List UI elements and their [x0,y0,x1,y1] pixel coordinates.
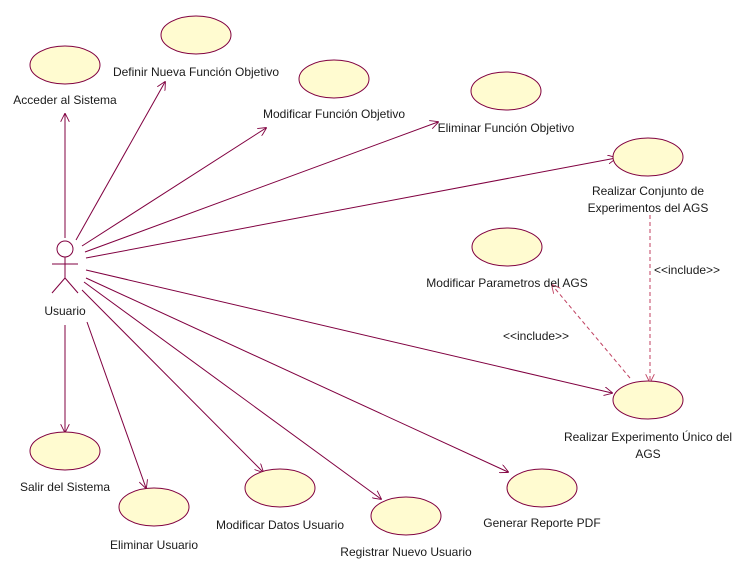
use-case-label-realizar-conjunto-2: Experimentos del AGS [588,201,709,215]
use-case-label-generar-reporte: Generar Reporte PDF [483,516,600,530]
associations [65,82,616,499]
assoc-modificar-datos [81,289,263,472]
use-case-salir[interactable]: Salir del Sistema [20,431,110,494]
use-case-label-realizar-unico-2: AGS [635,447,660,461]
use-case-generar-reporte[interactable]: Generar Reporte PDF [483,468,601,530]
assoc-definir [75,82,165,241]
assoc-realizar-unico [85,269,612,393]
assoc-eliminar-usuario [86,321,146,488]
include-label-2: <<include>> [503,329,569,343]
assoc-eliminar-funcion [84,122,438,253]
include-dependencies: <<include>> <<include>> [503,215,720,382]
use-case-registrar-usuario[interactable]: Registrar Nuevo Usuario [340,496,472,559]
actor-usuario: Usuario [44,240,86,318]
assoc-realizar-conjunto [85,158,616,259]
use-case-label-modificar-datos: Modificar Datos Usuario [216,518,344,532]
use-case-label-modificar-funcion: Modificar Función Objetivo [263,107,405,121]
use-case-modificar-datos[interactable]: Modificar Datos Usuario [216,468,344,532]
use-case-eliminar-funcion[interactable]: Eliminar Función Objetivo [438,71,575,135]
use-case-definir[interactable]: Definir Nueva Función Objetivo [113,15,279,79]
include-label-1: <<include>> [654,263,720,277]
use-case-label-eliminar-usuario: Eliminar Usuario [110,538,198,552]
stick-figure-actor-icon [51,240,79,294]
use-case-label-realizar-conjunto-1: Realizar Conjunto de [592,184,704,198]
use-case-label-definir: Definir Nueva Función Objetivo [113,65,279,79]
assoc-generar-reporte [85,277,508,472]
use-case-realizar-conjunto[interactable]: Realizar Conjunto de Experimentos del AG… [588,137,709,215]
use-case-label-acceder: Acceder al Sistema [13,93,117,107]
actor-label: Usuario [44,304,86,318]
use-case-eliminar-usuario[interactable]: Eliminar Usuario [110,487,198,552]
use-case-modificar-funcion[interactable]: Modificar Función Objetivo [263,59,405,121]
use-case-label-modificar-parametros: Modificar Parametros del AGS [426,276,587,290]
assoc-registrar-usuario [83,281,381,499]
use-case-label-salir: Salir del Sistema [20,480,110,494]
use-case-acceder[interactable]: Acceder al Sistema [13,45,117,107]
use-case-label-realizar-unico-1: Realizar Experimento Único del [564,429,732,444]
include-line-unico-to-parametros [552,285,631,379]
assoc-modificar-funcion [81,128,266,247]
use-case-modificar-parametros[interactable]: Modificar Parametros del AGS [426,227,588,290]
use-case-label-registrar-usuario: Registrar Nuevo Usuario [340,545,472,559]
use-case-label-eliminar-funcion: Eliminar Función Objetivo [438,121,575,135]
use-case-realizar-unico[interactable]: Realizar Experimento Único del AGS [564,380,732,461]
